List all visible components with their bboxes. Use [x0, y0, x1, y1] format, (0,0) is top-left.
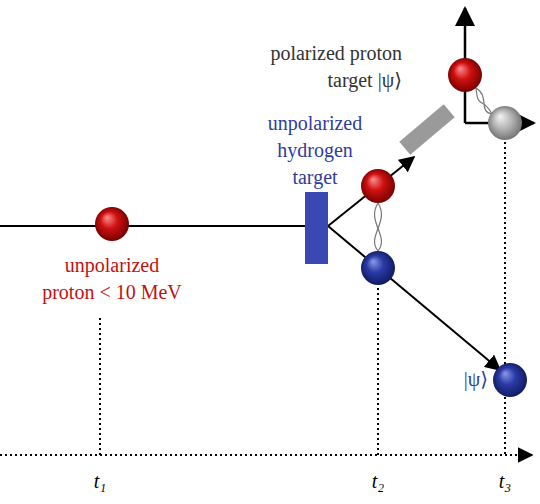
recoil-beam	[328, 226, 500, 370]
time-label: t₂	[358, 468, 398, 495]
proton-ball	[95, 207, 129, 241]
time-marker	[99, 318, 101, 455]
time-axis	[0, 454, 532, 456]
entanglement-wave	[476, 88, 492, 114]
proton-ball	[361, 169, 395, 203]
target-label: polarized proton target |ψ⟩	[236, 40, 402, 94]
polarized-target	[399, 104, 454, 154]
time-label: t₃	[485, 468, 525, 495]
state-label: |ψ⟩	[432, 366, 488, 393]
proton-ball	[448, 58, 482, 92]
proton-ball	[493, 363, 527, 397]
beam-line	[0, 225, 305, 227]
scattered-beam	[328, 157, 414, 226]
entanglement-wave	[375, 203, 382, 251]
time-marker	[377, 288, 379, 455]
target-label: unpolarized hydrogen target	[265, 110, 365, 191]
time-marker	[504, 142, 506, 455]
proton-ball	[361, 251, 395, 285]
entanglement-wave	[375, 203, 382, 251]
time-label: t₁	[80, 468, 120, 495]
proton-ball	[488, 106, 522, 140]
entanglement-wave	[476, 88, 492, 114]
hydrogen-target	[305, 192, 328, 264]
beam-label: unpolarized proton < 10 MeV	[39, 252, 185, 306]
